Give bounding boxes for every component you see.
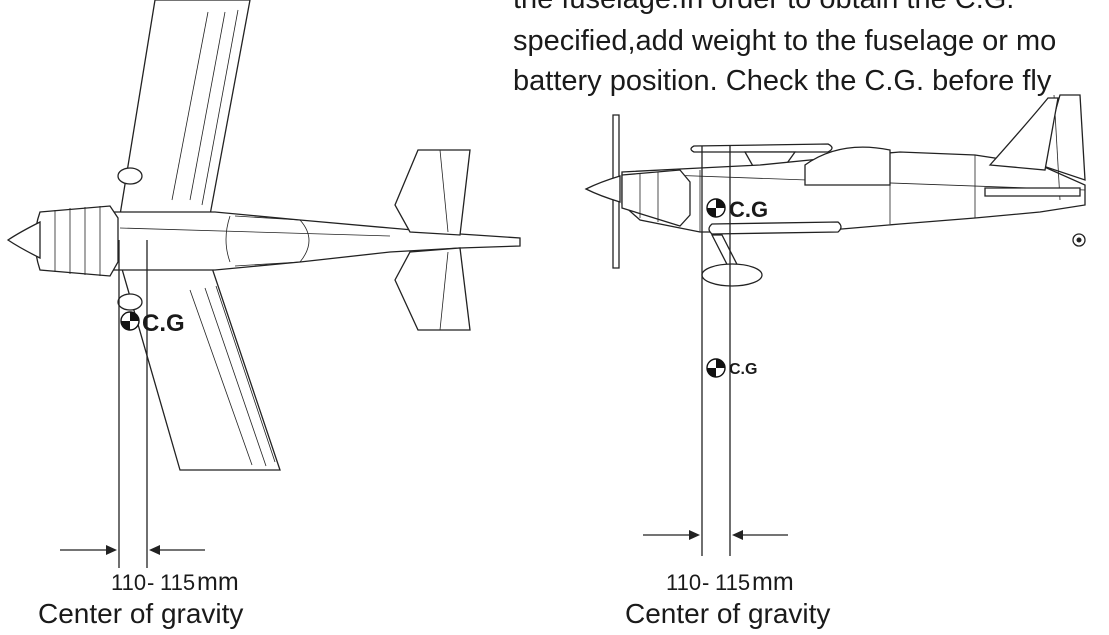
top-view-airplane (6, 0, 521, 471)
side-view-dimension: 110 - 115 mm (666, 568, 794, 596)
side-view-canopy (804, 146, 891, 186)
side-view-cg-marker-upper: C.G (706, 197, 768, 222)
top-view-stabilizer (394, 149, 471, 236)
side-view-upper-wing (690, 143, 833, 153)
side-view-dimension-unit: mm (752, 568, 794, 596)
top-view-dimension-low: 110 (111, 570, 146, 595)
side-view-airplane (584, 94, 1086, 287)
top-view-cg-marker: C.G (120, 310, 185, 337)
side-view-wheel (701, 263, 763, 287)
cg-symbol-icon (706, 358, 726, 378)
side-view-cg-label-lower: C.G (729, 361, 757, 378)
instruction-line-2: specified,add weight to the fuselage or … (513, 25, 1056, 57)
cg-symbol-icon (706, 198, 726, 218)
side-view-caption: Center of gravity (625, 598, 830, 629)
side-view-cg-marker-lower: C.G (706, 358, 757, 378)
instruction-line-3: battery position. Check the C.G. before … (513, 65, 1052, 97)
instruction-text: the fuselage.In order to obtain the C.G.… (513, 0, 1056, 97)
side-view-dimension-sep: - (702, 570, 709, 595)
top-view-cg-label: C.G (142, 310, 185, 337)
top-view-dimension-sep: - (147, 570, 154, 595)
side-view-lower-wing (708, 221, 842, 235)
side-view-spinner (584, 175, 621, 203)
top-view-dimension: 110 - 115 mm (111, 568, 239, 596)
top-view-dimension-high: 115 (160, 570, 195, 595)
side-view-dimension-low: 110 (666, 570, 701, 595)
top-view-lower-wing (119, 261, 281, 471)
side-view-cg-label-upper: C.G (729, 197, 768, 222)
side-view-dimension-high: 115 (715, 570, 750, 595)
top-view-upper-wing (119, 0, 251, 216)
top-view-cg-guides (60, 240, 205, 568)
top-view-spinner (6, 220, 41, 260)
top-view-dimension-unit: mm (197, 568, 239, 596)
top-view-cowl (34, 205, 119, 277)
cg-symbol-icon (120, 311, 140, 331)
side-view-cg-guides (643, 146, 788, 556)
top-view-caption: Center of gravity (38, 598, 243, 629)
side-view-propeller (612, 114, 620, 184)
instruction-line-1: the fuselage.In order to obtain the C.G. (513, 0, 1014, 15)
